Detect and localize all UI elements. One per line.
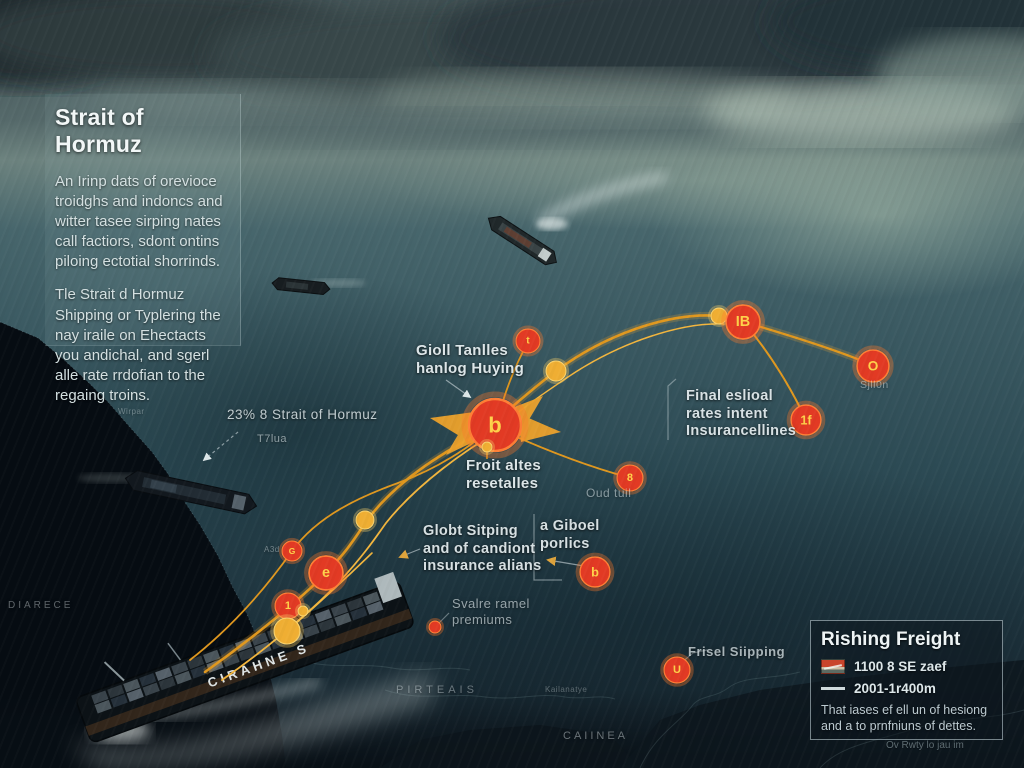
route-node-n-u: U bbox=[660, 653, 694, 687]
route-node-n-o: O bbox=[852, 345, 894, 387]
container-block bbox=[362, 591, 380, 606]
routes-layer bbox=[189, 314, 874, 681]
route-node-pin bbox=[479, 439, 495, 455]
ship-tanker-top bbox=[487, 215, 557, 266]
legend-note: That iases ef ell un of hesiong and a to… bbox=[821, 703, 988, 733]
legend-row-2-label: 2001-1r400m bbox=[854, 681, 936, 696]
intro-paragraph-1: An Irinp dats of orevioce troidghs and i… bbox=[55, 173, 223, 271]
route-node-n-b2: b bbox=[575, 552, 615, 592]
node-glyph: 8 bbox=[627, 472, 633, 484]
container-block bbox=[298, 614, 317, 629]
flag-photo-icon bbox=[821, 659, 845, 674]
node-glyph: G bbox=[289, 546, 296, 556]
route-node-y5 bbox=[295, 603, 311, 619]
intro-panel: Strait of Hormuz An Irinp dats of orevio… bbox=[45, 94, 241, 404]
container-block bbox=[314, 609, 333, 623]
node-glyph: t bbox=[526, 336, 530, 347]
node-glyph: U bbox=[673, 664, 681, 676]
container-block bbox=[155, 667, 173, 681]
route-node-y1 bbox=[542, 357, 570, 385]
leader-tankers-arrow bbox=[445, 379, 472, 398]
tanker-wake-top bbox=[536, 172, 668, 226]
legend-panel: Rishing Freight 1100 8 SE zaef 2001-1r40… bbox=[810, 620, 1003, 740]
route-node-n-1f: 1f bbox=[786, 400, 826, 440]
node-glyph: e bbox=[322, 565, 330, 581]
leader-ports-bracket bbox=[533, 514, 562, 581]
container-block bbox=[302, 624, 320, 638]
container-block bbox=[330, 603, 349, 617]
container-block bbox=[346, 597, 364, 612]
ship-small-mid bbox=[271, 277, 331, 295]
node-glyph: 1 bbox=[285, 600, 291, 612]
container-block bbox=[219, 643, 237, 658]
page-title: Strait of Hormuz bbox=[55, 104, 144, 157]
container-block bbox=[123, 678, 141, 693]
legend-row-1-label: 1100 8 SE zaef bbox=[854, 659, 947, 674]
container-block bbox=[174, 670, 192, 685]
container-ship-wake bbox=[70, 672, 432, 768]
route-node-y4 bbox=[353, 508, 377, 532]
node-glyph: b bbox=[488, 413, 502, 438]
route-node-dot-red bbox=[426, 618, 444, 636]
route-node-n-8: 8 bbox=[613, 461, 647, 495]
route-node-y3 bbox=[270, 614, 304, 648]
route-node-n-e: e bbox=[304, 551, 348, 595]
node-glyph: O bbox=[868, 359, 879, 374]
container-block bbox=[222, 653, 240, 667]
container-block bbox=[139, 673, 157, 687]
node-glyph: IB bbox=[736, 314, 750, 330]
route-corridor-3 bbox=[189, 425, 493, 661]
container-block bbox=[94, 699, 112, 714]
legend-title: Rishing Freight bbox=[821, 629, 961, 650]
cloud-layer bbox=[0, 0, 1024, 146]
container-block bbox=[334, 612, 352, 627]
container-block bbox=[250, 632, 269, 646]
container-block bbox=[350, 606, 368, 621]
intro-paragraph-2: Tle Strait d Hormuz Shipping or Typlerin… bbox=[55, 286, 221, 404]
container-block bbox=[238, 647, 256, 662]
container-block bbox=[107, 684, 125, 699]
container-block bbox=[110, 694, 128, 708]
leader-premiums bbox=[437, 612, 450, 625]
route-corridor-main bbox=[203, 425, 496, 674]
container-block bbox=[366, 601, 384, 615]
container-block bbox=[318, 618, 336, 633]
node-glyph: b bbox=[591, 565, 599, 580]
route-nodes-layer: b t IB O 1f 8 bU Ge 1 bbox=[270, 300, 894, 687]
ship-container-bottom: CIRAHNE S bbox=[76, 571, 414, 743]
container-stacks bbox=[91, 591, 384, 714]
trend-line-icon bbox=[821, 687, 845, 690]
container-block bbox=[126, 688, 144, 702]
container-block bbox=[142, 682, 160, 697]
container-block bbox=[158, 676, 176, 691]
container-block bbox=[171, 661, 189, 676]
route-node-n-ib: IB bbox=[721, 300, 765, 344]
container-block bbox=[91, 690, 109, 705]
footer-credit-text: Ov Rwty lo jau im bbox=[886, 740, 964, 751]
route-node-n-t: t bbox=[512, 325, 544, 357]
container-block bbox=[187, 655, 205, 670]
route-node-hub: b bbox=[461, 391, 529, 459]
container-block bbox=[203, 649, 221, 664]
ships-layer: CIRAHNE S bbox=[70, 172, 668, 768]
container-block bbox=[190, 665, 208, 679]
leader-strait-arrow bbox=[202, 431, 239, 462]
legend-row-1: 1100 8 SE zaef bbox=[821, 659, 992, 674]
legend-row-2: 2001-1r400m bbox=[821, 681, 992, 696]
route-node-n-g: G bbox=[278, 537, 306, 565]
bottom-center-land bbox=[380, 725, 640, 768]
node-glyph: 1f bbox=[800, 413, 812, 428]
leader-insurance-bracket bbox=[667, 378, 677, 440]
leader-global-shipping-arrow bbox=[398, 548, 421, 559]
ship-tanker-left bbox=[124, 470, 258, 515]
